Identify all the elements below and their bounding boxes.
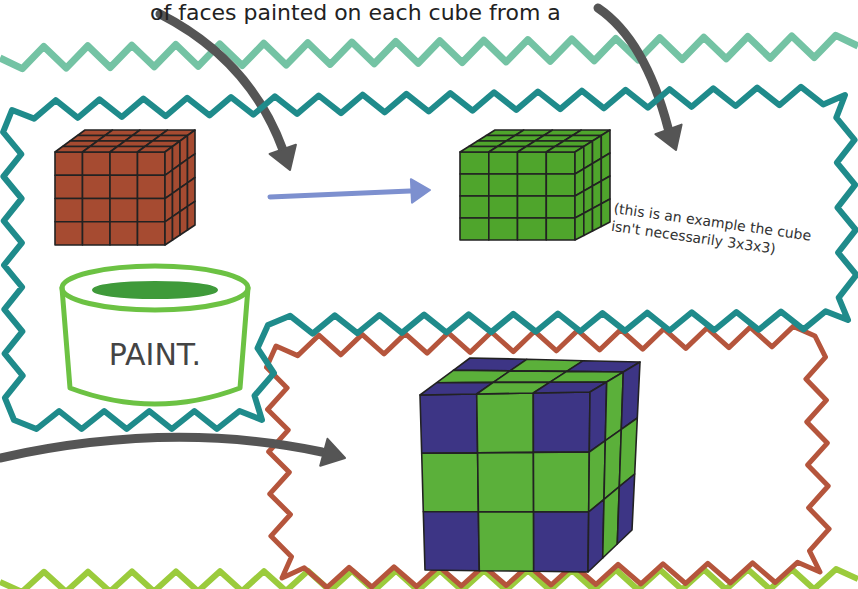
arrow-head [411, 179, 430, 203]
cube-cell [518, 196, 547, 218]
cube-cell [546, 152, 575, 174]
cube-cell [546, 218, 575, 240]
arrow-head [270, 145, 296, 170]
cube-cell [460, 196, 489, 218]
can-rim [62, 266, 248, 310]
cube-cell [110, 222, 138, 245]
arrow-line [598, 8, 668, 128]
cube-cell [584, 209, 593, 236]
cube-cell [422, 453, 479, 512]
cube-cell [83, 175, 111, 198]
cube-cell [489, 196, 518, 218]
cube-cell [603, 487, 620, 558]
cube-cell [533, 452, 589, 512]
zigzag-frame [10, 88, 855, 428]
heading-fragment: of faces painted on each cube from a [150, 0, 561, 26]
cube-cell [173, 212, 181, 241]
cube-cell [110, 175, 138, 198]
brown-cube [55, 130, 195, 245]
zigzag-frame [267, 326, 830, 587]
arrow-line [270, 191, 410, 197]
cube-cell [165, 217, 173, 245]
green-cube [460, 130, 610, 240]
cube-cell [138, 175, 166, 198]
cube-cell [180, 206, 188, 235]
cube-cell [138, 222, 166, 245]
cube-cell [518, 174, 547, 196]
paint-can: PAINT. [50, 260, 260, 415]
cube-cell [546, 174, 575, 196]
cube-cell [534, 512, 589, 572]
cube-cell [55, 175, 83, 198]
cube-cell [55, 222, 83, 245]
cube-cell [575, 213, 584, 240]
cube-cell [588, 499, 604, 572]
cube-cell [55, 152, 83, 175]
cube-cell [423, 512, 479, 571]
cube-cell [83, 199, 111, 222]
cube-cell [110, 152, 138, 175]
cube-cell [478, 512, 533, 572]
zigzag-band [0, 35, 858, 68]
cube-cell [477, 393, 534, 453]
cube-cell [546, 196, 575, 218]
cube-cell [83, 152, 111, 175]
cube-cell [533, 392, 590, 452]
cube-cell [518, 152, 547, 174]
cube-cell [460, 152, 489, 174]
arrow-line [0, 437, 322, 458]
cube-cell [489, 218, 518, 240]
cube-cell [420, 394, 478, 453]
cube-cell [617, 474, 634, 544]
cube-cell [478, 452, 534, 512]
cube-cell [518, 218, 547, 240]
cube-cell [110, 199, 138, 222]
cube-cell [489, 152, 518, 174]
cube-cell [83, 222, 111, 245]
arrow-line [160, 14, 283, 150]
cube-cell [593, 204, 602, 231]
cube-cell [138, 199, 166, 222]
paint [93, 282, 217, 298]
cube-cell [460, 174, 489, 196]
cube-cell [188, 201, 196, 230]
cube-cell [489, 174, 518, 196]
frame-outline [3, 87, 856, 429]
cube-cell [460, 218, 489, 240]
cube-cell [601, 199, 610, 227]
note-text: (this is an example the cube isn't neces… [610, 200, 841, 266]
arrow-head [320, 439, 345, 466]
zigzag-frame: (this is an example the cube isn't neces… [10, 88, 855, 428]
cube-cell [138, 152, 166, 175]
cube-cell [55, 199, 83, 222]
painted-cube [420, 358, 640, 572]
arrow-head [655, 125, 681, 150]
paint-label: PAINT. [50, 336, 260, 374]
